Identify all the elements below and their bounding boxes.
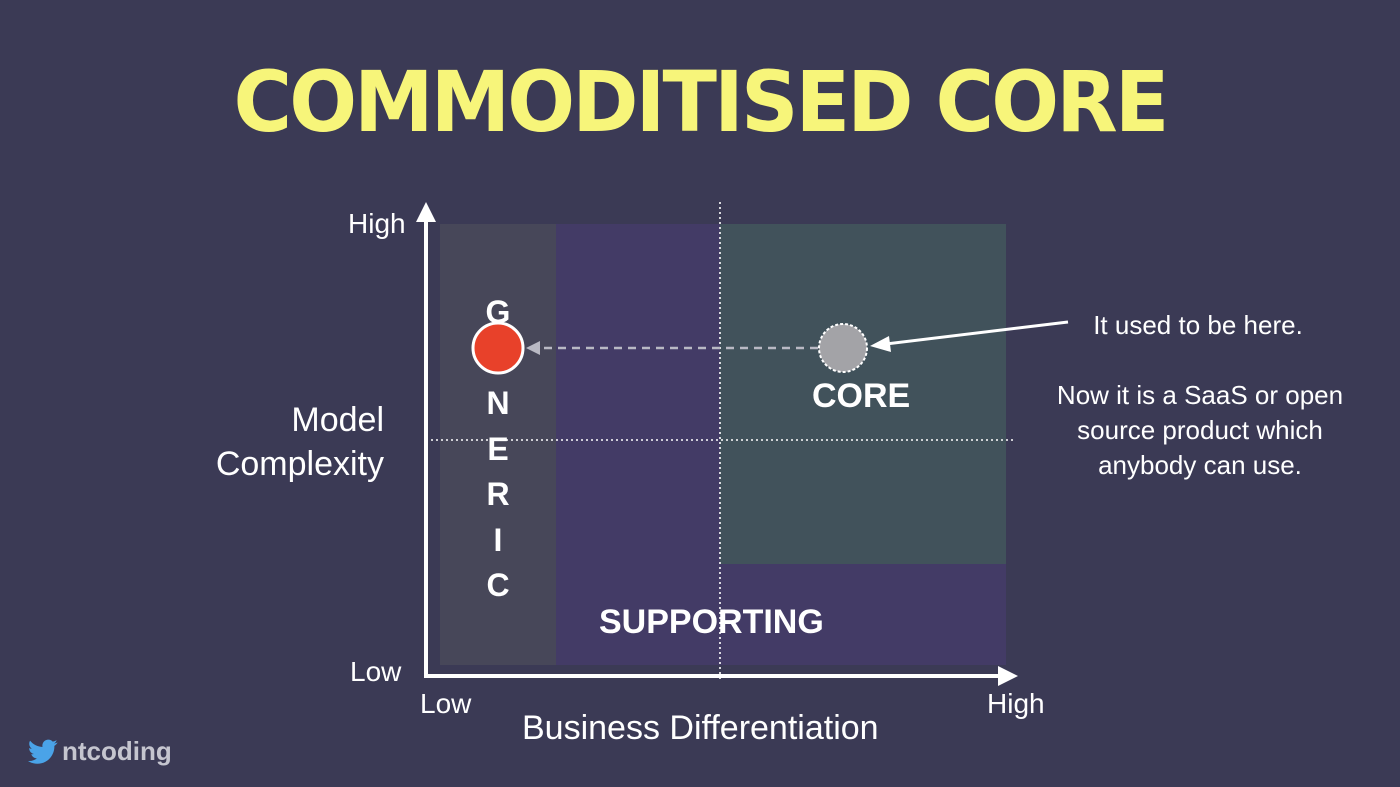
annotation-pointer-head <box>870 336 891 352</box>
supporting-label: SUPPORTING <box>599 603 824 641</box>
slide-title: COMMODITISED CORE <box>233 53 1169 151</box>
x-axis-title: Business Differentiation <box>522 709 879 747</box>
twitter-handle: ntcoding <box>28 736 172 767</box>
new-position-annotation: Now it is a SaaS or open source product … <box>1056 380 1344 480</box>
x-axis-arrowhead <box>998 666 1018 686</box>
core-label: CORE <box>812 377 911 415</box>
annotation-pointer <box>885 320 1069 346</box>
generic-region <box>440 224 556 665</box>
y-axis-title: Model Complexity <box>215 401 384 483</box>
twitter-bird-icon <box>28 739 58 764</box>
y-axis-low-label: Low <box>350 656 402 687</box>
x-axis-low-label: Low <box>420 688 472 719</box>
x-axis-high-label: High <box>987 688 1045 719</box>
movement-arrowhead <box>526 341 540 355</box>
y-axis-high-label: High <box>348 208 406 239</box>
old-position-annotation: It used to be here. <box>1093 310 1303 340</box>
new-position-marker <box>471 321 525 375</box>
y-axis-arrowhead <box>416 202 436 222</box>
twitter-handle-text: ntcoding <box>62 736 172 766</box>
supporting-region-left <box>556 224 720 665</box>
old-position-marker <box>818 323 868 373</box>
supporting-region-right <box>720 564 1006 665</box>
core-region <box>720 224 1006 564</box>
